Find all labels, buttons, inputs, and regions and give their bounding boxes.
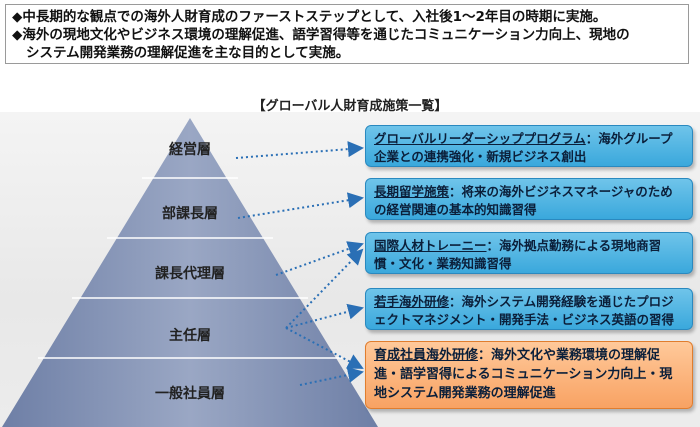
connector-assistant-manager	[275, 241, 364, 276]
intro-line-2: ◆海外の現地文化やビジネス環境の理解促進、語学習得等を通じたコミュニケーション力…	[12, 27, 630, 43]
connector-chief-1	[285, 248, 364, 329]
connector-manager	[237, 192, 364, 219]
program-box-young-overseas-training: 若手海外研修：海外システム開発経験を通じたプロジェクトマネジメント・開発手法・ビ…	[365, 288, 693, 330]
connector-chief-2	[285, 303, 364, 329]
program-desc: ：海外グループ企業との連携強化・新規ビジネス創出	[374, 131, 673, 164]
program-desc: ：海外システム開発経験を通じたプロジェクトマネジメント・開発手法・ビジネス英語の…	[374, 294, 675, 327]
program-desc: ：海外文化や業務環境の理解促進・語学習得によるコミュニケーション力向上・現地シス…	[374, 348, 673, 401]
program-name: 長期留学施策	[374, 184, 450, 199]
program-box-developing-staff-overseas-training: 育成社員海外研修：海外文化や業務環境の理解促進・語学習得によるコミュニケーション…	[365, 341, 693, 409]
pyramid-shape	[2, 118, 378, 427]
level-assistant-manager: 課長代理層	[155, 266, 225, 282]
program-desc: ：将来の海外ビジネスマネージャのための経営関連の基本的知識習得	[374, 184, 673, 217]
intro-line-3: システム開発業務の理解促進を主な目的として実施。	[26, 45, 350, 61]
connector-chief-3	[285, 327, 364, 369]
level-general-staff: 一般社員層	[155, 386, 225, 402]
program-name: 国際人材トレーニー	[374, 238, 487, 253]
level-chief: 主任層	[169, 328, 211, 344]
program-desc: ：海外拠点勤務による現地商習慣・文化・業務知識習得	[374, 238, 662, 271]
intro-line-1: ◆中長期的な観点での海外人財育成のファーストステップとして、入社後1～2年目の時…	[12, 9, 607, 25]
level-executive: 経営層	[169, 142, 211, 158]
program-box-long-term-study: 長期留学施策：将来の海外ビジネスマネージャのための経営関連の基本的知識習得	[365, 178, 693, 220]
program-box-global-leadership: グローバルリーダーシッププログラム：海外グループ企業との連携強化・新規ビジネス創…	[365, 125, 693, 167]
program-name: グローバルリーダーシッププログラム	[374, 131, 586, 146]
connector-general	[299, 367, 364, 386]
connector-executive	[235, 141, 364, 159]
diagram-title: 【グローバル人財育成施策一覧】	[252, 99, 448, 114]
program-name: 育成社員海外研修	[374, 348, 479, 363]
level-department-manager: 部課長層	[162, 206, 218, 222]
program-name: 若手海外研修	[374, 294, 450, 309]
program-box-international-trainee: 国際人材トレーニー：海外拠点勤務による現地商習慣・文化・業務知識習得	[365, 232, 693, 274]
intro-box: ◆中長期的な観点での海外人財育成のファーストステップとして、入社後1～2年目の時…	[5, 4, 689, 64]
connectors	[235, 141, 364, 386]
pyramid-dividers	[38, 177, 342, 359]
